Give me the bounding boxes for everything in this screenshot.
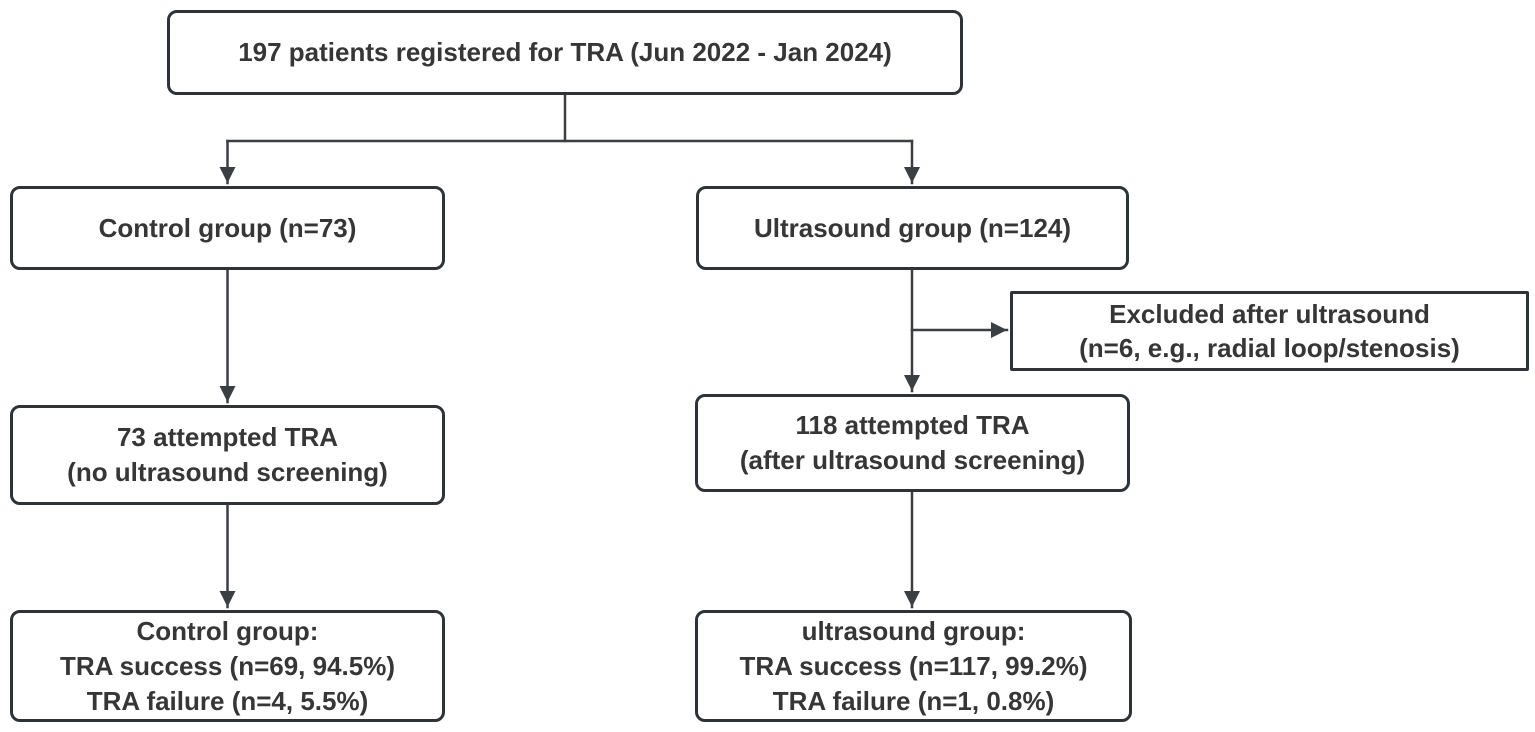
node-excluded: Excluded after ultrasound (n=6, e.g., ra… [1010, 291, 1529, 371]
node-ultrasound-outcome: ultrasound group: TRA success (n=117, 99… [695, 610, 1132, 722]
node-ultrasound-attempted-line-1: 118 attempted TRA [795, 410, 1030, 440]
node-control-group-label: Control group (n=73) [98, 212, 357, 243]
node-control-attempted: 73 attempted TRA (no ultrasound screenin… [10, 405, 445, 505]
node-registered: 197 patients registered for TRA (Jun 202… [167, 10, 963, 95]
node-ultrasound-group: Ultrasound group (n=124) [696, 186, 1129, 270]
node-control-outcome-line-2: TRA success (n=69, 94.5%) [59, 650, 396, 681]
node-ultrasound-attempted-line-2: (after ultrasound screening) [739, 445, 1086, 475]
node-ultrasound-outcome-line-3: TRA failure (n=1, 0.8%) [772, 685, 1055, 716]
node-excluded-line-1: Excluded after ultrasound [1109, 299, 1430, 329]
node-ultrasound-group-label: Ultrasound group (n=124) [753, 212, 1072, 243]
node-ultrasound-outcome-line-2: TRA success (n=117, 99.2%) [739, 650, 1088, 681]
node-control-attempted-line-1: 73 attempted TRA [116, 422, 339, 452]
node-control-outcome-line-1: Control group: [136, 615, 319, 646]
node-control-attempted-line-2: (no ultrasound screening) [67, 457, 388, 487]
node-control-outcome: Control group: TRA success (n=69, 94.5%)… [10, 610, 445, 722]
node-ultrasound-attempted: 118 attempted TRA (after ultrasound scre… [695, 394, 1130, 492]
node-excluded-line-2: (n=6, e.g., radial loop/stenosis) [1079, 333, 1460, 363]
node-control-outcome-line-3: TRA failure (n=4, 5.5%) [86, 685, 369, 716]
node-ultrasound-outcome-line-1: ultrasound group: [801, 615, 1026, 646]
node-registered-label: 197 patients registered for TRA (Jun 202… [238, 37, 892, 67]
node-control-group: Control group (n=73) [10, 186, 445, 270]
